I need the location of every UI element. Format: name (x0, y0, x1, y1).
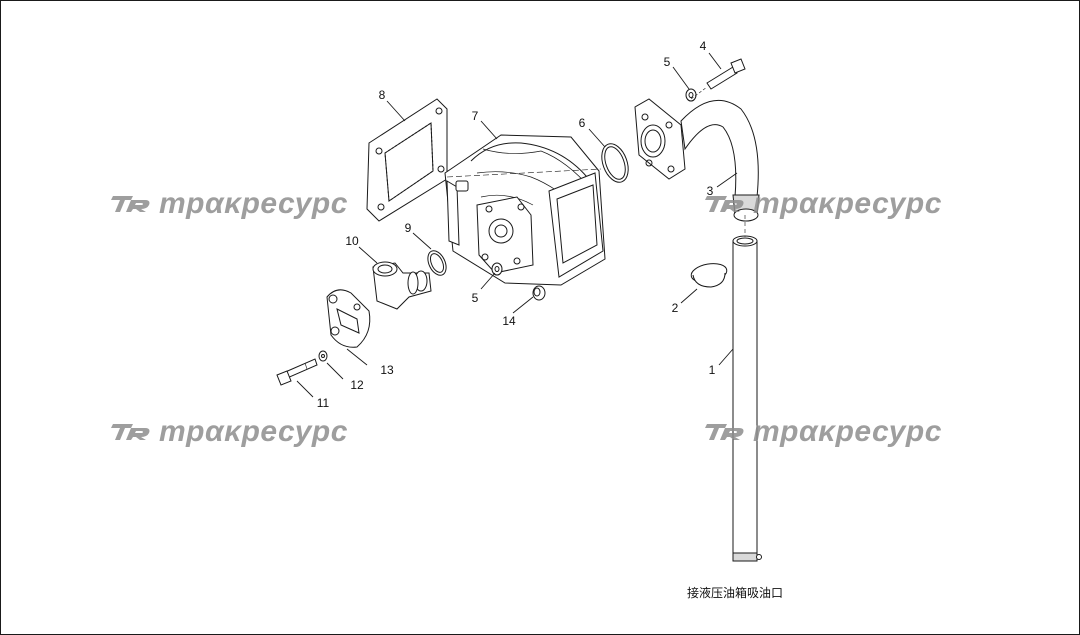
watermark-text: трακресурс (753, 415, 942, 448)
part-3-elbow-tube (634, 98, 760, 222)
part-8-gasket (366, 98, 448, 222)
leader-lines (296, 52, 738, 398)
callout-13: 13 (380, 363, 394, 377)
callout-6: 6 (578, 116, 586, 130)
callout-11: 11 (316, 396, 330, 410)
part-7-pump (444, 134, 606, 286)
callout-8: 8 (378, 88, 386, 102)
watermark-logo-icon (111, 424, 150, 440)
callout-12: 12 (350, 378, 364, 392)
watermark-bottom-right: трακресурс (703, 415, 942, 449)
watermark-logo-icon (705, 196, 744, 212)
watermark-text: трακресурс (159, 415, 348, 448)
part-2-clamp (690, 263, 728, 288)
callout-14: 14 (502, 314, 516, 328)
watermark-logo-icon (705, 424, 744, 440)
callout-3: 3 (706, 184, 714, 198)
callout-9: 9 (404, 221, 412, 235)
part-9-o-ring (427, 250, 447, 276)
watermark-text: трακресурс (753, 187, 942, 220)
part-13-split-flange (326, 289, 371, 348)
part-1-tube (732, 215, 762, 562)
watermark-top-left: трακресурс (109, 187, 348, 221)
callout-2: 2 (671, 301, 679, 315)
tank-outlet-caption: 接液压油箱吸油口 (687, 586, 784, 600)
watermark-top-right: трακресурс (703, 187, 942, 221)
part-5-washer-upper (685, 88, 697, 102)
callout-7: 7 (471, 109, 479, 123)
callout-10: 10 (345, 234, 359, 248)
part-5-washer-lower (491, 262, 503, 276)
watermark-text: трακресурс (159, 187, 348, 220)
part-4-bolt (690, 58, 746, 100)
part-10-elbow (372, 261, 432, 310)
callout-5-upper: 5 (663, 55, 671, 69)
callout-5-lower: 5 (471, 291, 479, 305)
part-6-o-ring (601, 143, 629, 183)
part-11-bolt (276, 358, 318, 386)
callout-4: 4 (699, 39, 707, 53)
watermark-bottom-left: трακресурс (109, 415, 348, 449)
part-14-plug (532, 285, 546, 301)
part-12-washer (318, 350, 328, 362)
watermark-logo-icon (111, 196, 150, 212)
callout-1: 1 (708, 363, 716, 377)
